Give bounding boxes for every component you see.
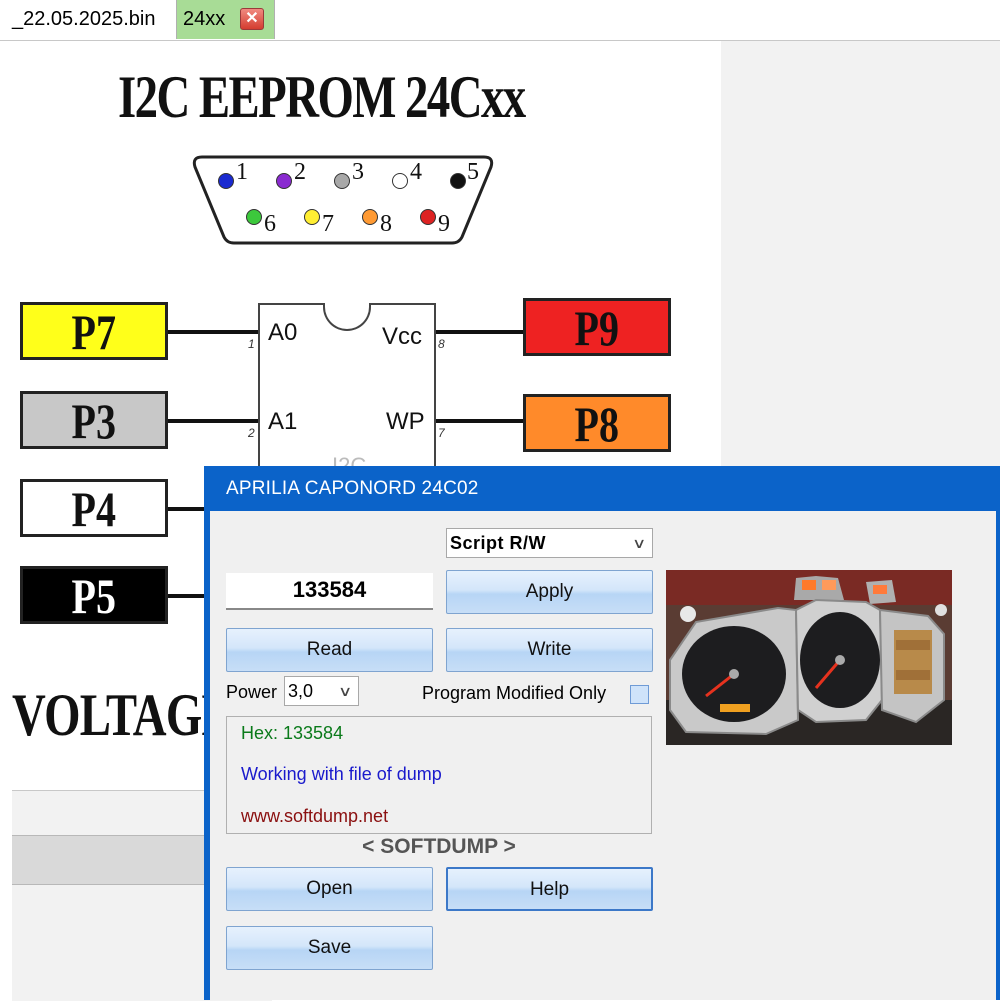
script-dialog: APRILIA CAPONORD 24C02 Script R/W ∨ 1335… — [204, 466, 1000, 1000]
softdump-brand: < SOFTDUMP > — [362, 835, 516, 858]
db9-pin-4 — [392, 173, 408, 189]
close-tab-icon[interactable]: ✕ — [240, 8, 264, 30]
db9-pin-4-label: 4 — [410, 159, 422, 185]
db9-pin-6 — [246, 209, 262, 225]
apply-button[interactable]: Apply — [446, 570, 653, 614]
power-select[interactable]: 3,0 ∨ — [284, 676, 359, 706]
write-button[interactable]: Write — [446, 628, 653, 672]
pin-box-p4: P4 — [20, 479, 168, 537]
db9-pin-9-label: 9 — [438, 211, 450, 237]
db9-pin-1-label: 1 — [236, 159, 248, 185]
log-url-link[interactable]: www.softdump.net — [241, 806, 389, 826]
script-select-value: Script R/W — [450, 533, 547, 553]
pin-box-p7-label: P7 — [71, 304, 117, 360]
db9-pin-9 — [420, 209, 436, 225]
pin-box-p9-label: P9 — [574, 300, 620, 356]
tab-bin-file[interactable]: _22.05.2025.bin — [12, 8, 156, 30]
pin-box-p9: P9 — [523, 298, 671, 356]
pin-box-p8: P8 — [523, 394, 671, 452]
log-panel: Hex: 133584 Working with file of dump ww… — [226, 716, 652, 834]
chip-pin-vcc: Vcc — [382, 323, 423, 350]
dialog-title[interactable]: APRILIA CAPONORD 24C02 — [226, 478, 479, 499]
db9-pin-7-label: 7 — [322, 211, 334, 237]
db9-pin-8 — [362, 209, 378, 225]
wire-p3-a1 — [168, 419, 260, 423]
open-button[interactable]: Open — [226, 867, 433, 911]
voltage-label: VOLTAGE — [12, 682, 233, 748]
help-button[interactable]: Help — [446, 867, 653, 911]
save-button[interactable]: Save — [226, 926, 433, 970]
instrument-cluster-photo — [666, 570, 952, 745]
db9-connector-icon — [192, 155, 494, 245]
wire-p4 — [168, 507, 204, 511]
db9-pin-6-label: 6 — [264, 211, 276, 237]
chip-pin-wp: WP — [386, 408, 425, 435]
power-select-value: 3,0 — [288, 681, 314, 701]
db9-pin-5-label: 5 — [467, 159, 479, 185]
db9-pin-8-label: 8 — [380, 211, 392, 237]
wire-p5 — [168, 594, 204, 598]
chip-pin-1-num: 1 — [248, 337, 255, 351]
db9-pin-2 — [276, 173, 292, 189]
chip-pin-7-num: 7 — [438, 426, 445, 440]
wire-wp-p8 — [434, 419, 525, 423]
chevron-down-icon: ∨ — [631, 535, 647, 551]
tab-bar: _22.05.2025.bin 24xx ✕ — [0, 0, 1000, 41]
left-margin — [0, 41, 12, 1000]
db9-pin-7 — [304, 209, 320, 225]
db9-pin-3-label: 3 — [352, 159, 364, 185]
db9-pin-1 — [218, 173, 234, 189]
wire-p7-a0 — [168, 330, 260, 334]
wire-vcc-p9 — [434, 330, 525, 334]
tab-24xx[interactable]: 24xx ✕ — [176, 0, 275, 39]
chevron-down-icon: ∨ — [337, 683, 353, 699]
pin-box-p7: P7 — [20, 302, 168, 360]
power-label: Power — [226, 682, 278, 702]
log-info-line: Working with file of dump — [241, 764, 442, 784]
pin-box-p5-label: P5 — [71, 568, 117, 624]
db9-pin-5 — [450, 173, 466, 189]
dialog-client-area: Script R/W ∨ 133584 Apply Read Write Pow… — [210, 511, 996, 1000]
read-button[interactable]: Read — [226, 628, 433, 672]
pin-box-p8-label: P8 — [574, 396, 620, 452]
pin-box-p3: P3 — [20, 391, 168, 449]
pin-box-p3-label: P3 — [71, 393, 117, 449]
chip-notch — [323, 303, 371, 331]
script-select[interactable]: Script R/W ∨ — [446, 528, 653, 558]
pin-box-p4-label: P4 — [71, 481, 117, 537]
log-hex-line: Hex: 133584 — [241, 723, 344, 743]
chip-pin-8-num: 8 — [438, 337, 445, 351]
tab-24xx-label: 24xx — [183, 8, 226, 30]
eeprom-wiring-diagram: I2C EEPROM 24Cxx 1 2 3 4 5 6 7 8 9 A0 1 … — [12, 41, 721, 790]
db9-pin-2-label: 2 — [294, 159, 306, 185]
serial-value-field[interactable]: 133584 — [226, 573, 433, 610]
program-modified-only-label: Program Modified Only — [422, 683, 607, 703]
chip-pin-2-num: 2 — [248, 426, 255, 440]
diagram-title: I2C EEPROM 24Cxx — [118, 64, 526, 130]
chip-pin-a0: A0 — [268, 319, 298, 346]
db9-pin-3 — [334, 173, 350, 189]
instrument-cluster-image — [666, 570, 952, 745]
program-modified-only-checkbox[interactable] — [630, 685, 649, 704]
chip-pin-a1: A1 — [268, 408, 298, 435]
pin-box-p5: P5 — [20, 566, 168, 624]
